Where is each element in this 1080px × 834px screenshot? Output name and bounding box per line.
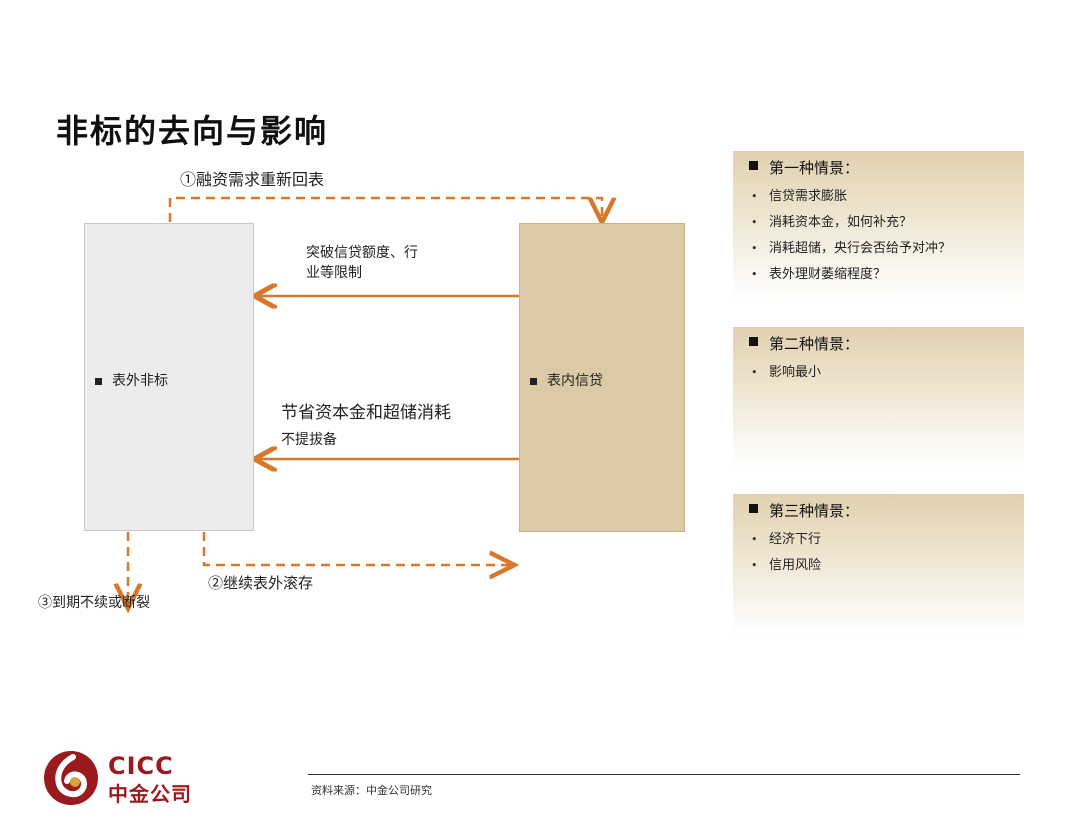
bullet-square-icon xyxy=(749,161,758,170)
list-item: 表外理财萎缩程度？ xyxy=(751,262,1024,288)
bullet-square-icon xyxy=(749,504,758,513)
dashed-arrow-rollover xyxy=(202,532,512,565)
logo-wordmark-cn: 中金公司 xyxy=(108,782,192,806)
arrow2-label-sub: 不提拔备 xyxy=(281,432,337,448)
bullet-square-icon xyxy=(530,377,537,385)
list-item: 消耗超储，央行会否给予对冲？ xyxy=(751,236,1024,262)
rollover-label: ②继续表外滚存 xyxy=(208,574,314,592)
arrow1-label-line1: 突破信贷额度、行 xyxy=(306,245,418,261)
on-balance-credit-box: 表内信贷 xyxy=(519,223,685,532)
bullet-square-icon xyxy=(749,337,758,346)
logo-wordmark-en: CICC xyxy=(108,752,174,780)
list-item: 消耗资本金，如何补充？ xyxy=(751,210,1024,236)
left-box-label: 表外非标 xyxy=(112,373,168,389)
source-note: 资料来源：中金公司研究 xyxy=(311,784,432,797)
scenario-heading: 第一种情景： xyxy=(769,159,860,177)
list-item: 经济下行 xyxy=(751,527,1024,553)
scenario-panel-2: 第二种情景： 影响最小 xyxy=(733,327,1024,467)
list-item: 影响最小 xyxy=(751,360,1024,386)
footer-divider xyxy=(308,774,1020,775)
scenario-panel-3: 第三种情景： 经济下行 信用风险 xyxy=(733,494,1024,634)
scenario-heading: 第二种情景： xyxy=(769,335,860,353)
scenario-heading: 第三种情景： xyxy=(769,502,860,520)
top-loop-label: ①融资需求重新回表 xyxy=(180,170,325,189)
arrow2-label-main: 节省资本金和超储消耗 xyxy=(281,403,451,423)
list-item: 信贷需求膨胀 xyxy=(751,184,1024,210)
scenario-panel-1: 第一种情景： 信贷需求膨胀 消耗资本金，如何补充？ 消耗超储，央行会否给予对冲？… xyxy=(733,151,1024,299)
list-item: 信用风险 xyxy=(751,553,1024,579)
loop-arrow-top xyxy=(168,196,602,222)
right-box-label: 表内信贷 xyxy=(547,373,603,389)
arrow1-label-line2: 业等限制 xyxy=(306,265,362,281)
maturity-break-label: ③到期不续或断裂 xyxy=(38,595,150,611)
cicc-logo-icon xyxy=(44,751,98,805)
page-title: 非标的去向与影响 xyxy=(56,112,329,150)
bullet-square-icon xyxy=(95,377,102,385)
off-balance-nonstandard-box: 表外非标 xyxy=(84,223,254,531)
